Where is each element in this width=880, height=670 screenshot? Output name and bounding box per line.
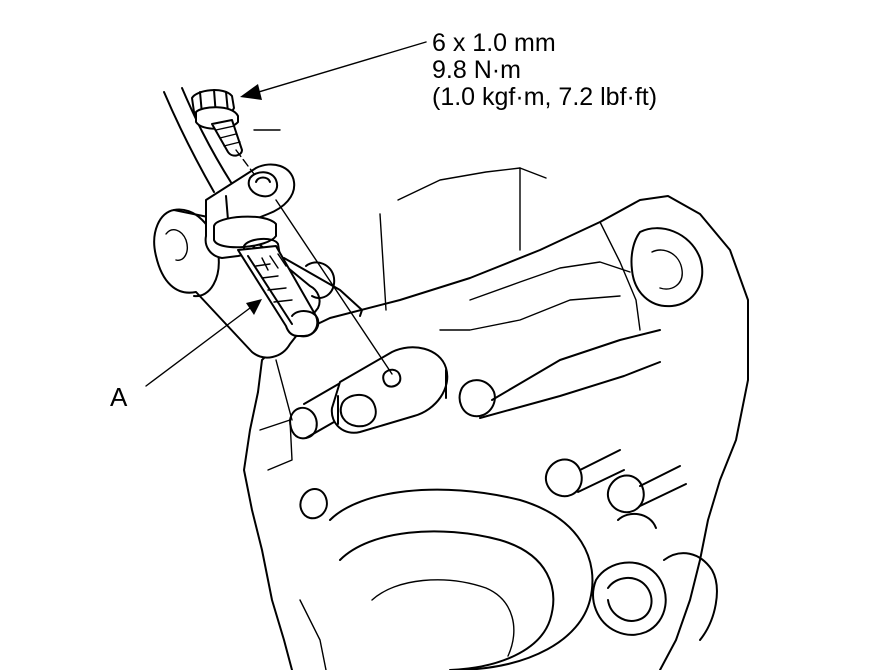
part-a-leader [145,307,251,387]
wire-harness [163,87,281,193]
part-a-callout-label: A [110,382,128,412]
leader-lines [145,41,427,387]
transmission-case [243,167,749,670]
bolt-spec-arrowhead [240,84,262,100]
bolt-spec-leader [251,41,427,95]
sensor-mount-boss [330,346,449,434]
bolt-spec-callout: 6 x 1.0 mm 9.8 N·m (1.0 kgf·m, 7.2 lbf·f… [432,30,657,111]
part-a-arrowhead [246,299,262,315]
actuator-housing [153,208,363,359]
speed-sensor-a [204,163,320,338]
bolt-torque-label: 9.8 N·m [432,56,521,84]
bolt-torque-alt-label: (1.0 kgf·m, 7.2 lbf·ft) [432,83,658,111]
mounting-bolt [191,89,243,157]
bolt-size-label: 6 x 1.0 mm [432,29,556,57]
